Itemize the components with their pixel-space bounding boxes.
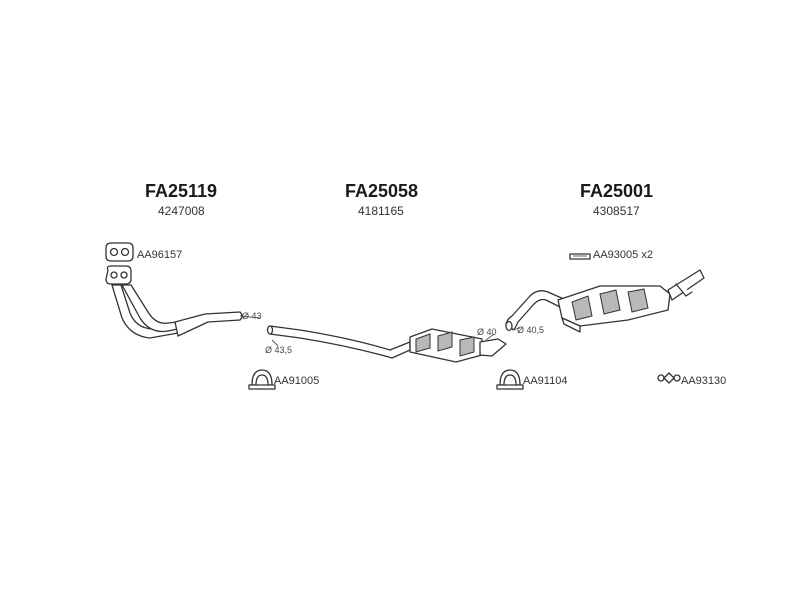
- rear-silencer-icon: [557, 269, 705, 333]
- group-code-3: FA25001: [580, 181, 654, 201]
- dimension-line-40: [485, 333, 495, 341]
- hanger-icon: [569, 253, 591, 260]
- dimension-label-40-5: Ø 40,5: [517, 325, 545, 335]
- group-code-1: FA25119: [145, 181, 218, 201]
- group-number-1: 4247008: [158, 204, 205, 218]
- middle-pipe-icon: [266, 325, 411, 359]
- part-label-connector: AA93130: [681, 375, 727, 387]
- clamp-left-icon: [248, 369, 276, 390]
- rear-pipe-icon: [505, 290, 567, 332]
- group-number-2: 4181165: [358, 204, 404, 218]
- front-pipe-icon: [105, 265, 243, 339]
- dimension-line-40-5: [511, 327, 521, 331]
- clamp-right-icon: [496, 369, 524, 390]
- dimension-label-43-5: Ø 43,5: [265, 345, 293, 355]
- group-number-3: 4308517: [593, 204, 640, 218]
- middle-silencer-icon: [409, 328, 507, 363]
- part-label-hanger: AA93005 x2: [593, 249, 653, 261]
- part-label-clamp-left: AA91005: [274, 375, 320, 387]
- part-label-gasket: AA96157: [137, 249, 183, 261]
- dimension-line-43-5: [271, 339, 279, 347]
- group-code-2: FA25058: [345, 181, 419, 201]
- connector-icon: [657, 372, 681, 384]
- dimension-label-40: Ø 40: [477, 327, 497, 337]
- dimension-label-43: Ø 43: [242, 311, 262, 321]
- gasket-icon: [105, 242, 134, 262]
- part-label-clamp-right: AA91104: [523, 375, 568, 387]
- dimension-line-43: [239, 315, 261, 319]
